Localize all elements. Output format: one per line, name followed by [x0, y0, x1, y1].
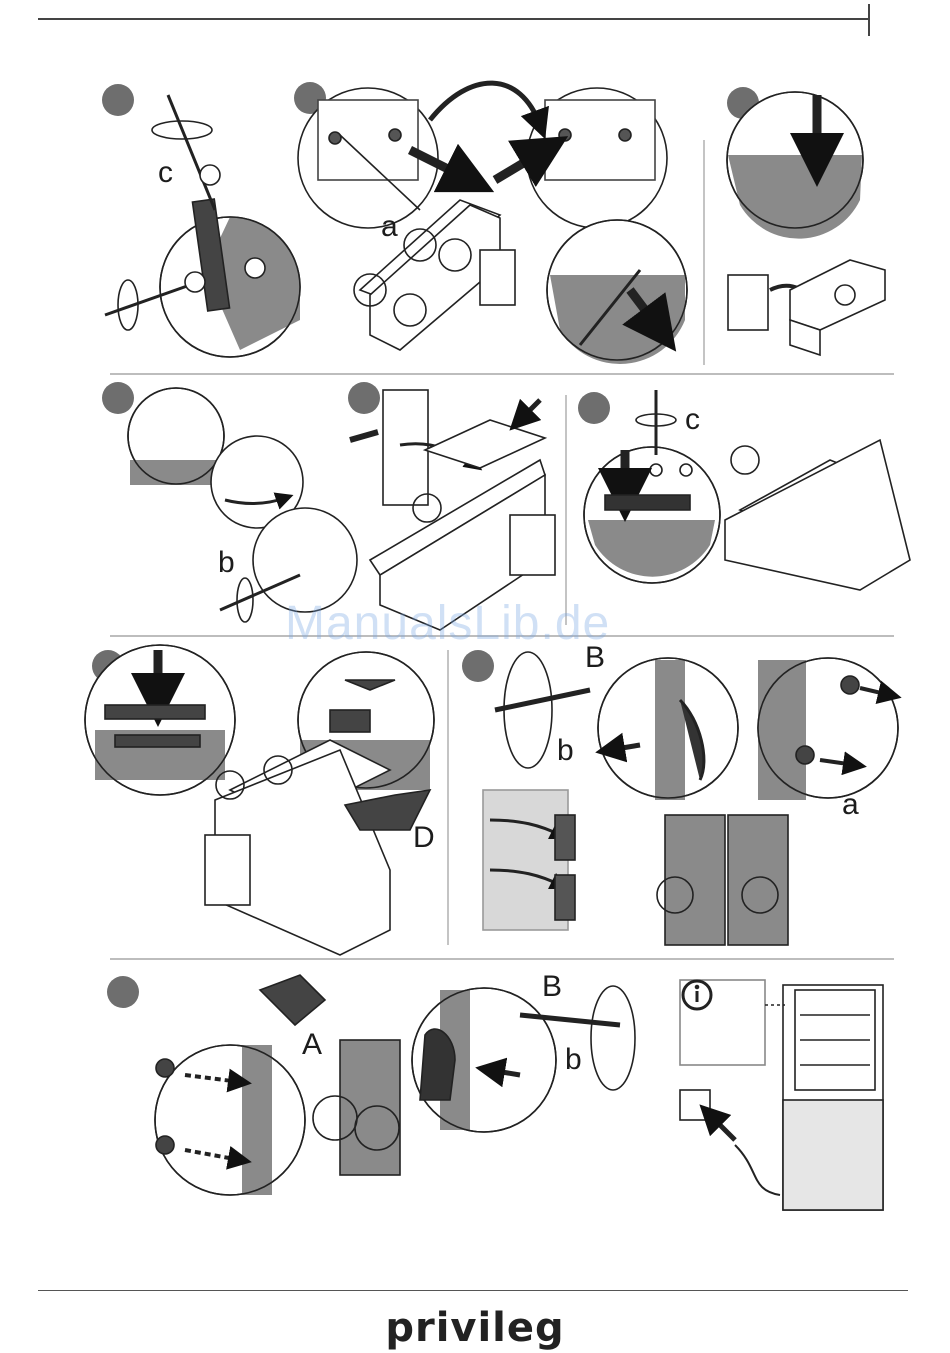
- watermark: ManualsLib.de: [285, 596, 610, 651]
- step-marker: [348, 382, 380, 414]
- label-a-pins: a: [842, 790, 859, 820]
- brand-logo: privileg: [0, 1305, 950, 1351]
- panel-place-door: [348, 382, 555, 630]
- panel-move-pins: [294, 82, 687, 364]
- label-c-hinge: c: [685, 405, 700, 435]
- label-c-top: c: [158, 158, 173, 188]
- panel-remove-top-hinge: [102, 84, 300, 357]
- label-A: A: [302, 1030, 322, 1060]
- label-D: D: [413, 823, 435, 853]
- panel-remove-handles: [462, 650, 898, 945]
- bottom-rule: [38, 1290, 908, 1291]
- label-b-refit: b: [565, 1045, 582, 1075]
- label-a-top: a: [381, 212, 398, 242]
- panel-lower-hinge: [102, 382, 357, 622]
- panel-connect-power: [680, 980, 883, 1210]
- step-marker: [462, 650, 494, 682]
- panel-refit-door-parts: [107, 975, 635, 1195]
- panel-insert-cover: [727, 87, 885, 355]
- step-marker: [102, 84, 134, 116]
- label-b-hinge: b: [218, 548, 235, 578]
- panel-cover-plate: [85, 645, 434, 955]
- label-b-handle: b: [557, 736, 574, 766]
- panel-fit-top-hinge: [578, 390, 910, 590]
- step-marker: [102, 382, 134, 414]
- step-marker: [578, 392, 610, 424]
- step-marker: [107, 976, 139, 1008]
- label-B-refit: B: [542, 972, 562, 1002]
